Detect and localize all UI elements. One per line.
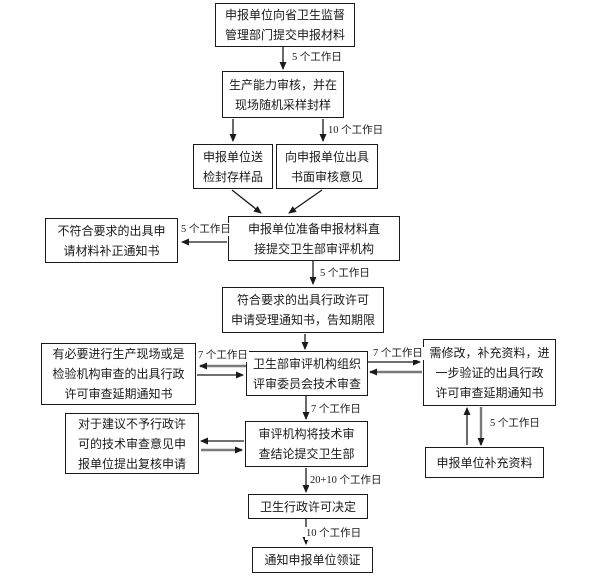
node-submit-conclusion-to-moh: 审评机构将技术审 查结论提交卫生部 <box>245 421 368 467</box>
node-expert-technical-review: 卫生部审评机构组织 评审委员会技术审查 <box>246 351 368 396</box>
node-onsite-inspection-extension-notice: 有必要进行生产现场或是 检验机构审查的出具行政 许可审查延期通知书 <box>41 343 196 405</box>
node-acceptance-notice: 符合要求的出具行政许可 申请受理通知书，告知期限 <box>222 287 384 333</box>
node-prepare-submit-moh-review: 申报单位准备申报材料直 接提交卫生部审评机构 <box>228 216 400 261</box>
node-review-appeal: 对于建议不予行政许 可的技术审查意见申 报单位提出复核申请 <box>65 413 199 474</box>
node-supplement-materials: 申报单位补充资料 <box>425 447 544 478</box>
edge-label-10-days-opinion: 10 个工作日 <box>327 124 385 137</box>
node-production-capacity-review: 生产能力审核，并在 现场随机采样封样 <box>222 71 344 118</box>
edge-label-10-days-notify: 10 个工作日 <box>305 527 363 540</box>
node-license-decision: 卫生行政许可决定 <box>248 494 368 519</box>
node-revision-extension-notice: 需修改，补充资料，进 一步验证的出具行政 许可审查延期通知书 <box>423 339 556 406</box>
edge-label-5-days-supplement: 5 个工作日 <box>489 417 541 430</box>
edge-label-7-days-down: 7 个工作日 <box>310 403 362 416</box>
edge-label-7-days-right: 7 个工作日 <box>372 347 424 360</box>
arrow-opinion-to-prepare <box>288 189 323 214</box>
edge-label-5-days-acceptance: 5 个工作日 <box>319 267 371 280</box>
node-send-sealed-samples: 申报单位送 检封存样品 <box>193 144 273 189</box>
node-written-review-opinion: 向申报单位出具 书面审核意见 <box>276 144 378 189</box>
node-submit-to-provincial: 申报单位向省卫生监督 管理部门提交申报材料 <box>215 3 355 47</box>
node-correction-notice: 不符合要求的出具申 请材料补正通知书 <box>45 218 178 263</box>
arrow-samples-to-prepare <box>231 189 262 214</box>
node-notify-certificate: 通知申报单位领证 <box>252 547 373 573</box>
edge-label-5-days-correction: 5 个工作日 <box>180 223 232 236</box>
edge-label-5-days-top: 5 个工作日 <box>291 51 343 64</box>
edge-label-7-days-left: 7 个工作日 <box>197 349 249 362</box>
edge-label-20-plus-10-days: 20+10 个工作日 <box>309 474 383 487</box>
